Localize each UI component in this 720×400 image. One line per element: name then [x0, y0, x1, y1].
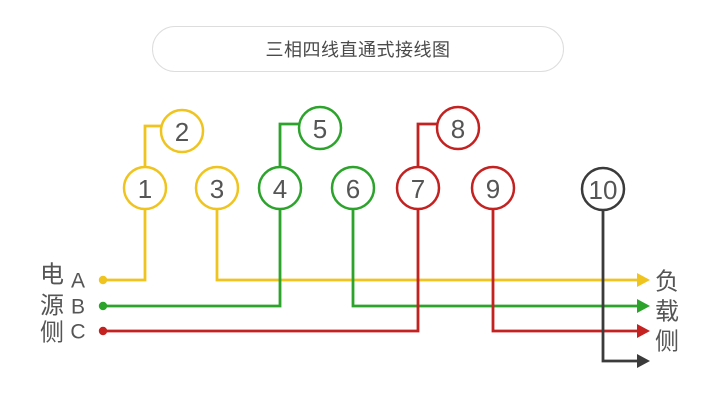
terminal-9-circle	[470, 165, 516, 211]
terminal-2-circle	[159, 108, 205, 154]
terminal-6-number: 6	[346, 174, 360, 204]
terminal-5-number: 5	[313, 114, 327, 144]
title-box: 三相四线直通式接线图	[152, 26, 564, 72]
terminal-9-number: 9	[486, 174, 500, 204]
arrowhead-phase-a-output	[637, 273, 650, 287]
load-side-label-char: 载	[655, 298, 679, 325]
load-side-label-char: 侧	[655, 328, 679, 355]
terminal-10-number: 10	[589, 175, 618, 205]
terminal-5-circle	[297, 105, 343, 151]
terminal-1-circle	[122, 165, 168, 211]
source-side-label-char: 源	[40, 292, 64, 319]
wire-phase-b-output	[351, 209, 637, 308]
wire-phase-a-jumper	[143, 124, 162, 167]
terminal-2-number: 2	[175, 117, 189, 147]
terminal-6-circle	[330, 165, 376, 211]
arrowhead-phase-c-output	[637, 324, 650, 338]
dot-phase-a-input	[98, 275, 108, 285]
terminal-3-circle	[194, 165, 240, 211]
dot-phase-c-input	[98, 326, 108, 336]
wire-neutral-output	[601, 210, 637, 363]
wire-phase-b-input	[103, 209, 282, 308]
arrowhead-neutral-output	[637, 354, 650, 368]
wire-phase-b-jumper	[278, 122, 300, 167]
terminal-7-number: 7	[411, 174, 425, 204]
load-side-label-char: 负	[655, 268, 679, 295]
dot-phase-b-input	[98, 301, 108, 311]
source-side-label-char: 电	[40, 261, 64, 288]
terminal-3-number: 3	[210, 174, 224, 204]
wire-phase-a-input	[103, 209, 147, 282]
terminal-8-circle	[435, 105, 481, 151]
phase-label-c: C	[70, 320, 85, 343]
page-title: 三相四线直通式接线图	[265, 40, 451, 60]
wire-phase-c-jumper	[416, 122, 438, 167]
terminal-10-circle	[580, 166, 626, 212]
phase-label-b: B	[71, 295, 85, 318]
wire-phase-c-input	[103, 209, 420, 333]
wire-phase-c-output	[491, 209, 637, 333]
terminal-7-circle	[395, 165, 441, 211]
terminal-8-number: 8	[451, 114, 465, 144]
source-side-label-char: 侧	[40, 319, 64, 346]
phase-label-a: A	[71, 269, 85, 292]
terminal-4-number: 4	[273, 174, 287, 204]
terminal-4-circle	[257, 165, 303, 211]
arrowhead-phase-b-output	[637, 299, 650, 313]
terminal-1-number: 1	[138, 174, 152, 204]
wire-phase-a-output	[215, 209, 637, 282]
